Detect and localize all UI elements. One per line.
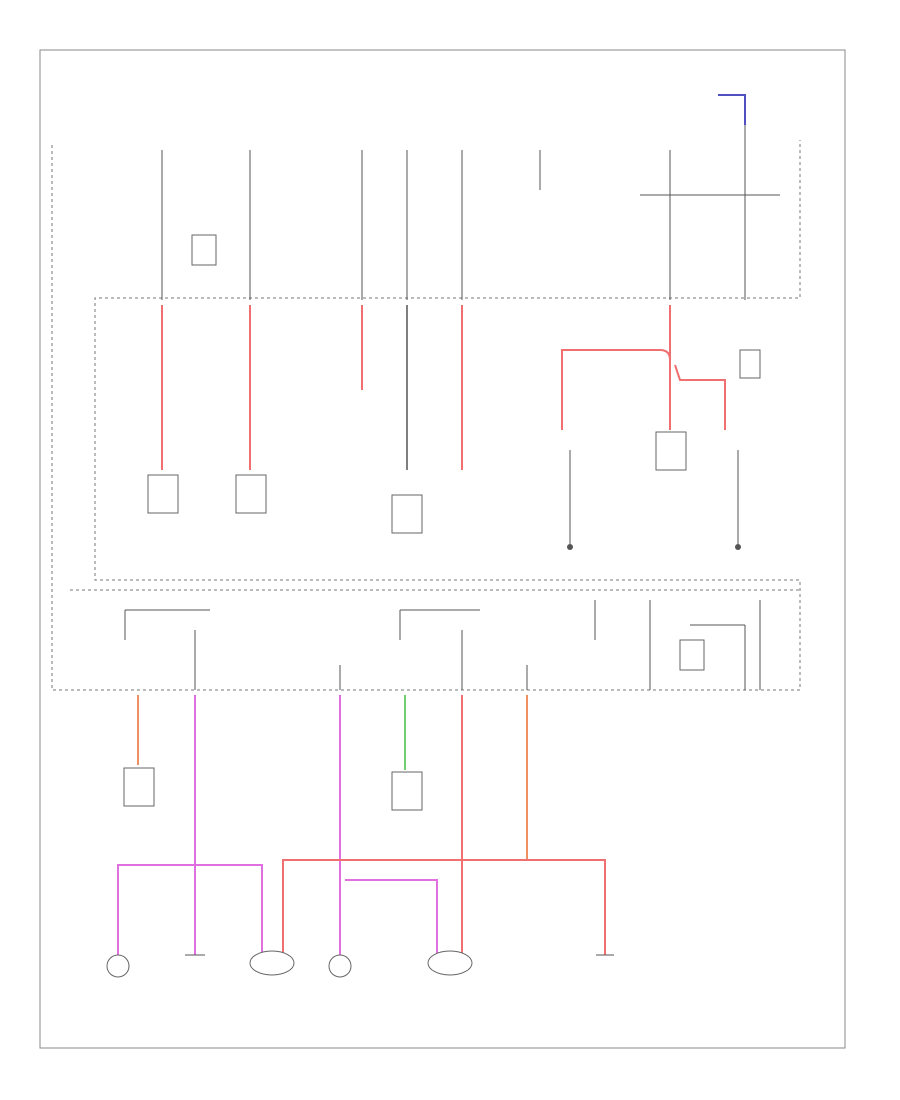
red-wires-upper bbox=[161, 305, 726, 470]
lamp-1 bbox=[106, 954, 130, 978]
power-distribution-outline bbox=[51, 140, 801, 691]
component-box-1 bbox=[147, 474, 179, 514]
headlamp-2 bbox=[427, 950, 473, 976]
low-pressure-switch-box bbox=[191, 234, 217, 266]
blue-wire bbox=[718, 94, 746, 125]
component-box-2 bbox=[235, 474, 267, 514]
component-box-3 bbox=[391, 494, 423, 534]
ground-dot-2 bbox=[735, 544, 741, 550]
component-box-4 bbox=[655, 431, 687, 471]
lower-wires bbox=[117, 695, 606, 955]
lower-relays bbox=[124, 600, 761, 690]
lamp-2 bbox=[328, 954, 352, 978]
component-box-6 bbox=[391, 771, 423, 811]
headlamp-1 bbox=[249, 950, 295, 976]
top-fuse-row bbox=[161, 100, 780, 300]
ground-dot-1 bbox=[567, 544, 573, 550]
component-box-5 bbox=[123, 767, 155, 807]
diagram-frame bbox=[39, 49, 846, 1049]
relay-box-right bbox=[739, 349, 761, 379]
